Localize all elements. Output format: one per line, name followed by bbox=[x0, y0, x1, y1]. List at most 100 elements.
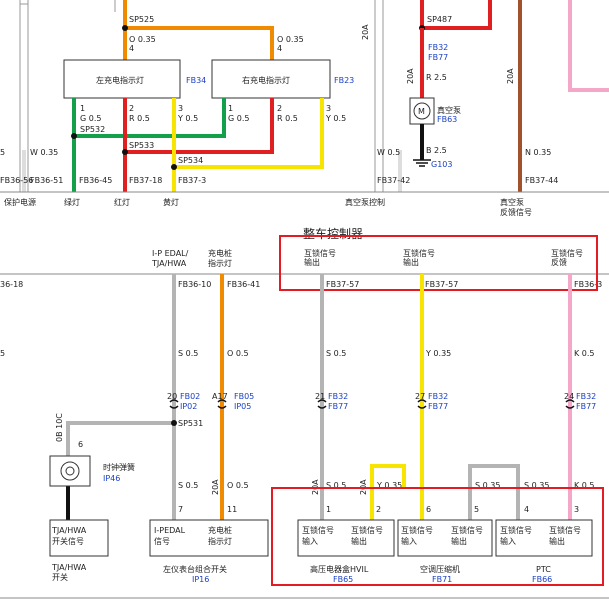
wire-label: R 0.5 bbox=[277, 114, 298, 123]
pin-number: 4 bbox=[524, 505, 529, 514]
connector-code: FB77 bbox=[576, 402, 596, 411]
connector-code: IP16 bbox=[192, 575, 209, 584]
amp-label: 20A bbox=[506, 68, 515, 84]
connector-code: FB34 bbox=[186, 76, 206, 85]
right-lamp-label: 右充电指示灯 bbox=[242, 75, 290, 85]
pin-number: 5 bbox=[0, 349, 5, 358]
connector-mark bbox=[217, 405, 227, 409]
component-label: TJA/HWA bbox=[51, 563, 87, 572]
wire-red-top-right bbox=[420, 0, 492, 30]
ptc-box bbox=[495, 519, 593, 557]
connector-code: FB36-56 bbox=[0, 176, 33, 185]
pin-number: 5 bbox=[474, 505, 479, 514]
connector-code: FB65 bbox=[333, 575, 353, 584]
motor-icon-glyph: M bbox=[418, 107, 425, 116]
right-lamp-box bbox=[211, 59, 331, 99]
component-label: 互锁信号 bbox=[451, 525, 483, 535]
component-label: 时钟弹簧 bbox=[103, 462, 135, 472]
console-switch-box bbox=[149, 519, 269, 557]
splice-label: SP533 bbox=[129, 141, 154, 150]
wire-label: K 0.5 bbox=[574, 349, 595, 358]
wire-label: Y 0.35 bbox=[425, 349, 451, 358]
connector-mark bbox=[417, 405, 427, 409]
component-label: 充电桩 bbox=[208, 525, 232, 535]
splice-label: SP531 bbox=[178, 419, 203, 428]
wire-label: B 2.5 bbox=[426, 146, 447, 155]
signal-label: 输出 bbox=[304, 257, 320, 267]
component-label: 输出 bbox=[351, 536, 367, 546]
component-label: PTC bbox=[536, 565, 551, 574]
signal-label: 互锁信号 bbox=[403, 248, 435, 258]
splice-dot bbox=[122, 25, 128, 31]
connector-mark bbox=[169, 399, 179, 403]
left-lamp-box bbox=[63, 59, 181, 99]
pin-number: 3 bbox=[326, 104, 331, 113]
connector-code: FB77 bbox=[328, 402, 348, 411]
highlight-box-interlock bbox=[271, 487, 604, 586]
pin-number: 2 bbox=[277, 104, 282, 113]
signal-label: 黄灯 bbox=[163, 197, 179, 207]
splice-dot bbox=[171, 164, 177, 170]
pin-number: 1 bbox=[80, 104, 85, 113]
wire-label: R 2.5 bbox=[426, 73, 447, 82]
component-label: 互锁信号 bbox=[351, 525, 383, 535]
wire-label: K 0.5 bbox=[574, 481, 595, 490]
connector-code: FB36-10 bbox=[178, 280, 211, 289]
component-label: 开关 bbox=[52, 572, 68, 582]
wire-label: 0B 10C bbox=[55, 413, 64, 442]
connector-code: FB37-44 bbox=[525, 176, 558, 185]
connector-code: FB37-57 bbox=[425, 280, 458, 289]
pin-number: 6 bbox=[78, 440, 83, 449]
connector-code: FB71 bbox=[432, 575, 452, 584]
pin-number: A17 bbox=[212, 392, 228, 401]
pin-number: 1 bbox=[326, 505, 331, 514]
ac-compressor-box bbox=[397, 519, 493, 557]
pin-number: 20 bbox=[167, 392, 177, 401]
signal-label: 互锁信号 bbox=[551, 248, 583, 258]
connector-code: FB36-41 bbox=[227, 280, 260, 289]
amp-label: 20A bbox=[311, 479, 320, 495]
component-label: 互锁信号 bbox=[302, 525, 334, 535]
pin-number: 4 bbox=[277, 44, 282, 53]
amp-label: 20A bbox=[406, 68, 415, 84]
wire-label: S 0.35 bbox=[524, 481, 549, 490]
component-label: 左仪表台组合开关 bbox=[163, 564, 227, 574]
wire-label: O 0.35 bbox=[129, 35, 156, 44]
pin-number: 2 bbox=[129, 104, 134, 113]
connector-mark bbox=[169, 405, 179, 409]
component-label: 互锁信号 bbox=[500, 525, 532, 535]
pin-number: 6 bbox=[426, 505, 431, 514]
connector-code: IP05 bbox=[234, 402, 251, 411]
connector-code: IP02 bbox=[180, 402, 197, 411]
amp-label: 20A bbox=[359, 479, 368, 495]
connector-code: FB37-42 bbox=[377, 176, 410, 185]
component-label: 输出 bbox=[451, 536, 467, 546]
splice-dot bbox=[71, 133, 77, 139]
vcu-title: 整车控制器 bbox=[303, 226, 363, 241]
pin-number: 1 bbox=[228, 104, 233, 113]
wire-label: S 0.5 bbox=[326, 349, 346, 358]
splice-label: SP534 bbox=[178, 156, 203, 165]
component-label: 开关信号 bbox=[52, 536, 84, 546]
wire-label: Y 0.5 bbox=[325, 114, 346, 123]
component-label: 输入 bbox=[500, 536, 516, 546]
pin-number: 4 bbox=[129, 44, 134, 53]
signal-label: 红灯 bbox=[114, 197, 130, 207]
left-lamp-label: 左充电指示灯 bbox=[96, 75, 144, 85]
signal-label: 反馈 bbox=[551, 257, 567, 267]
splice-label: SP532 bbox=[80, 125, 105, 134]
vcu-section: 整车控制器 I-P EDAL/ TJA/HWA 充电桩 指示灯 互锁信号 输出 … bbox=[0, 226, 609, 291]
signal-label: 充电桩 bbox=[208, 248, 232, 258]
pin-number: 11 bbox=[227, 505, 237, 514]
amp-label: 20A bbox=[361, 24, 370, 40]
component-label: 输入 bbox=[401, 536, 417, 546]
connector-code: FB36-51 bbox=[30, 176, 63, 185]
wire-label: W 0.35 bbox=[30, 148, 58, 157]
top-section: SP525 O 0.35 4 O 0.35 4 左充电指示灯 FB34 右充电指… bbox=[0, 0, 609, 217]
wire-label: R 0.5 bbox=[129, 114, 150, 123]
bottom-section: SP531 5 S 0.5 O 0.5 S 0.5 Y 0.35 K 0.5 2… bbox=[0, 274, 609, 599]
connector-code: FB37-18 bbox=[129, 176, 162, 185]
wire-gray-clock bbox=[66, 421, 174, 456]
connector-code: FB77 bbox=[428, 53, 448, 62]
component-label: I-PEDAL bbox=[154, 526, 186, 535]
